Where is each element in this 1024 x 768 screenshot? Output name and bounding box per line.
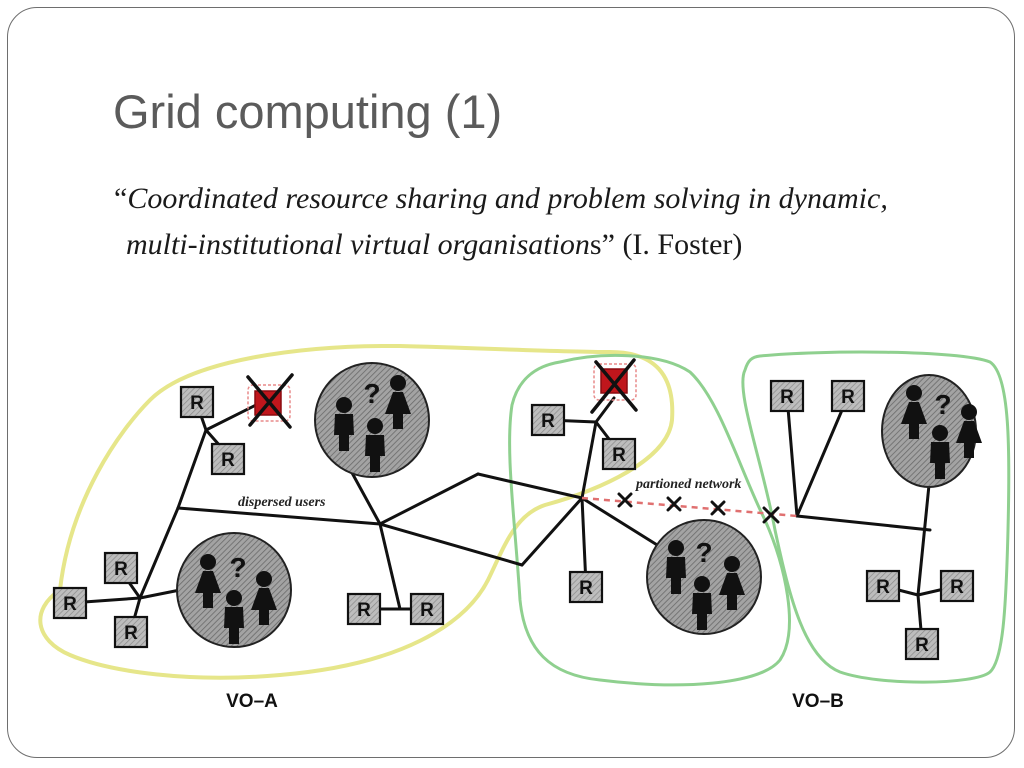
resource-label: R <box>420 600 434 621</box>
network-links <box>68 394 959 644</box>
resource-node: R <box>769 379 805 413</box>
resource-node: R <box>939 569 975 603</box>
quote-line-2-italic: multi-institutional virtual organisation <box>126 228 590 261</box>
unknown-user-mark: ? <box>695 537 712 568</box>
resource-label: R <box>780 387 794 408</box>
resource-label: R <box>876 577 890 598</box>
resource-label: R <box>221 450 235 471</box>
resource-label: R <box>612 445 626 466</box>
resource-node: R <box>568 570 604 604</box>
quote-line-1: Coordinated resource sharing and problem… <box>127 182 888 215</box>
user-group-vo-a-bottom: ? <box>176 532 292 648</box>
resource-node: R <box>830 379 866 413</box>
vo-b-boundary-left <box>508 353 791 687</box>
failed-resource-vo-a <box>246 373 294 429</box>
resource-label: R <box>915 635 929 656</box>
slide-title: Grid computing (1) <box>113 85 503 138</box>
quote-line-2: multi-institutional virtual organisation… <box>114 222 994 268</box>
user-group-vo-b-right: ? <box>881 374 982 488</box>
resource-node: R <box>346 592 382 626</box>
unknown-user-mark: ? <box>363 378 380 409</box>
resource-node: R <box>530 403 566 437</box>
vo-b-label: VO–B <box>792 691 844 712</box>
resource-node: R <box>52 586 88 620</box>
resource-label: R <box>63 594 77 615</box>
break-markers <box>617 492 780 524</box>
resource-node: R <box>409 592 445 626</box>
resource-node: R <box>601 437 637 471</box>
dispersed-users-label: dispersed users <box>238 495 326 510</box>
broken-link <box>581 496 798 518</box>
resource-label: R <box>841 387 855 408</box>
quote-attribution: (I. Foster) <box>614 228 743 261</box>
resource-label: R <box>124 623 138 644</box>
resource-label: R <box>114 559 128 580</box>
resource-label: R <box>950 577 964 598</box>
failed-resource-vo-b <box>590 358 638 414</box>
user-group-vo-b-center: ? <box>646 519 762 635</box>
vo-b-boundary-right <box>741 350 1011 684</box>
resource-label: R <box>190 393 204 414</box>
quote-open-mark: “ <box>114 182 128 215</box>
resource-node: R <box>865 569 901 603</box>
resource-label: R <box>541 411 555 432</box>
resource-node: R <box>210 442 246 476</box>
user-group-vo-a-top: ? <box>314 362 430 478</box>
foster-quote: “Coordinated resource sharing and proble… <box>114 176 994 268</box>
resource-node: R <box>179 385 215 419</box>
resource-node: R <box>103 551 139 585</box>
unknown-user-mark: ? <box>934 389 951 420</box>
vo-a-label: VO–A <box>226 691 278 712</box>
resource-node: R <box>113 615 149 649</box>
resource-label: R <box>357 600 371 621</box>
resource-label: R <box>579 578 593 599</box>
resource-node: R <box>904 627 940 661</box>
partitioned-network-label: partioned network <box>635 477 741 492</box>
unknown-user-mark: ? <box>229 552 246 583</box>
quote-close-mark: ” <box>601 228 615 261</box>
vo-a-boundary <box>38 343 675 680</box>
quote-line-2-plain: s <box>589 228 602 261</box>
